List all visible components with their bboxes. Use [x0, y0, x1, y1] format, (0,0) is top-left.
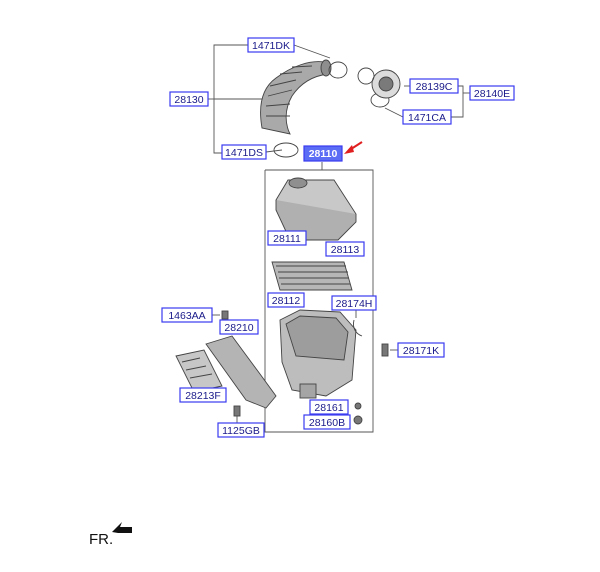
air-filter-element-icon: [271, 261, 353, 291]
intake-duct-icon: [175, 335, 277, 409]
part-label-1471DS[interactable]: 1471DS: [221, 144, 267, 160]
air-cleaner-cover-icon: [275, 177, 357, 241]
part-label-28111[interactable]: 28111: [267, 230, 307, 246]
part-label-28171K[interactable]: 28171K: [397, 342, 445, 358]
part-number-text: 28130: [174, 94, 203, 106]
part-number-text: 28161: [314, 402, 343, 414]
part-label-28139C[interactable]: 28139C: [409, 78, 459, 94]
part-label-28161[interactable]: 28161: [309, 399, 349, 415]
part-label-28113[interactable]: 28113: [325, 241, 365, 257]
resonator-ring-icon: [357, 67, 401, 99]
air-intake-hose-icon: [260, 59, 332, 135]
part-number-text: 1471DK: [252, 40, 290, 52]
part-number-text: 28113: [331, 244, 360, 256]
part-number-text: 28174H: [336, 298, 373, 310]
pointer-arrow-icon: [344, 141, 363, 154]
orientation-label: FR.: [89, 531, 113, 548]
air-cleaner-body-icon: [279, 309, 357, 399]
part-label-28112[interactable]: 28112: [267, 292, 305, 308]
orientation-marker: FR.: [89, 522, 132, 548]
part-number-text: 28112: [272, 295, 301, 307]
part-label-1471DK[interactable]: 1471DK: [247, 37, 295, 53]
part-number-text: 1463AA: [168, 310, 205, 322]
part-label-1125GB[interactable]: 1125GB: [217, 422, 265, 438]
part-number-text: 28210: [224, 322, 253, 334]
part-label-28210[interactable]: 28210: [219, 319, 259, 335]
front-direction-arrow-icon: [112, 522, 132, 533]
leader-lines: [207, 44, 470, 433]
part-label-28110[interactable]: 28110: [303, 145, 343, 162]
part-number-text: 28139C: [416, 81, 453, 93]
part-label-28130[interactable]: 28130: [169, 91, 209, 107]
part-number-text: 28171K: [403, 345, 439, 357]
part-label-28160B[interactable]: 28160B: [303, 414, 351, 430]
hose-clamp-icon: [273, 61, 390, 158]
part-number-text: 1125GB: [222, 425, 260, 437]
part-number-text: 28110: [309, 148, 338, 160]
part-label-28213F[interactable]: 28213F: [179, 387, 227, 403]
part-number-text: 28140E: [474, 88, 510, 100]
part-number-text: 1471DS: [225, 147, 263, 159]
part-number-text: 28213F: [185, 390, 221, 402]
fastener-icon: [221, 310, 389, 425]
part-label-28140E[interactable]: 28140E: [469, 85, 515, 101]
part-number-text: 28111: [273, 233, 301, 245]
part-number-text: 28160B: [309, 417, 345, 429]
part-label-1463AA[interactable]: 1463AA: [161, 307, 213, 323]
part-label-28174H[interactable]: 28174H: [331, 295, 377, 311]
part-number-text: 1471CA: [408, 112, 446, 124]
part-label-1471CA[interactable]: 1471CA: [402, 109, 452, 125]
